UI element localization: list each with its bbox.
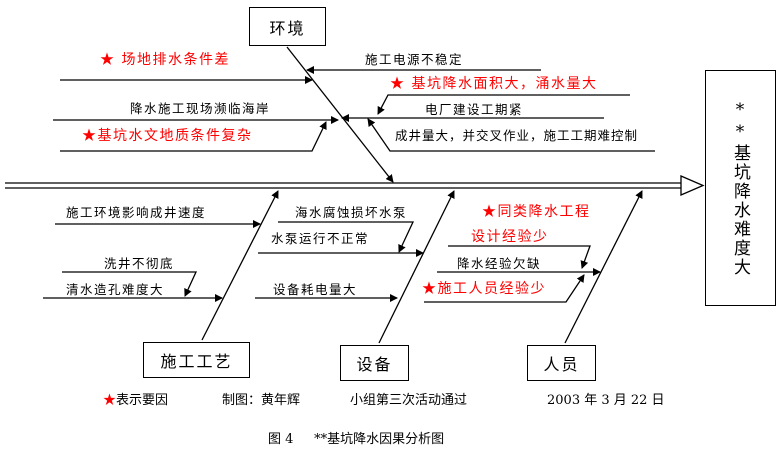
- cause-label: 电厂建设工期紧: [425, 102, 524, 117]
- category-equipment-label: 设备: [356, 355, 393, 374]
- cause-label: 洗井不彻底: [104, 256, 175, 271]
- cause-label: ★施工人员经验少: [422, 281, 546, 297]
- cause-label: 水泵运行不正常: [271, 231, 370, 246]
- cause-label: 设备耗电量大: [273, 282, 358, 297]
- bone-equipment: [378, 190, 455, 344]
- category-personnel-box: 人员: [527, 345, 596, 381]
- date-text: 2003 年 3 月 22 日: [547, 393, 665, 408]
- approval-text: 小组第三次活动通过: [350, 393, 468, 408]
- cause-label: 施工电源不稳定: [365, 52, 464, 67]
- category-process-label: 施工工艺: [160, 352, 233, 371]
- cause-label: 成井量大，并交叉作业，施工工期难控制: [395, 128, 639, 143]
- author-text: 制图：黄年辉: [222, 393, 301, 408]
- cause-label: 施工环境影响成井速度: [66, 205, 207, 220]
- effect-box: **基坑降水难度大: [705, 70, 776, 306]
- figure-caption: 图 4 **基坑降水因果分析图: [268, 432, 445, 447]
- bone-process: [201, 190, 279, 341]
- category-environment-box: 环境: [249, 7, 326, 46]
- bone-personnel: [564, 190, 643, 344]
- effect-label: **基坑降水难度大: [730, 99, 750, 277]
- bone-environment: [286, 46, 394, 183]
- category-environment-label: 环境: [269, 18, 306, 38]
- legend-text: ★表示要因: [103, 393, 169, 408]
- category-process-box: 施工工艺: [143, 342, 250, 378]
- cause-label: ★基坑水文地质条件复杂: [82, 128, 253, 144]
- cause-label: 降水施工现场濒临海岸: [130, 101, 271, 116]
- cause-label: 海水腐蚀损坏水泵: [295, 205, 408, 220]
- category-personnel-label: 人员: [543, 355, 580, 374]
- category-equipment-box: 设备: [340, 345, 409, 381]
- cause-label: ★同类降水工程: [482, 204, 591, 220]
- cause-label: 降水经验欠缺: [457, 256, 542, 271]
- cause-label: 清水造孔难度大: [66, 282, 165, 297]
- cause-label: ★ 场地排水条件差: [100, 52, 230, 68]
- star-icon: ★: [103, 393, 117, 408]
- cause-label: 设计经验少: [471, 229, 549, 245]
- spine-arrowhead: [680, 175, 705, 196]
- cause-label: ★ 基坑降水面积大，涌水量大: [390, 76, 598, 92]
